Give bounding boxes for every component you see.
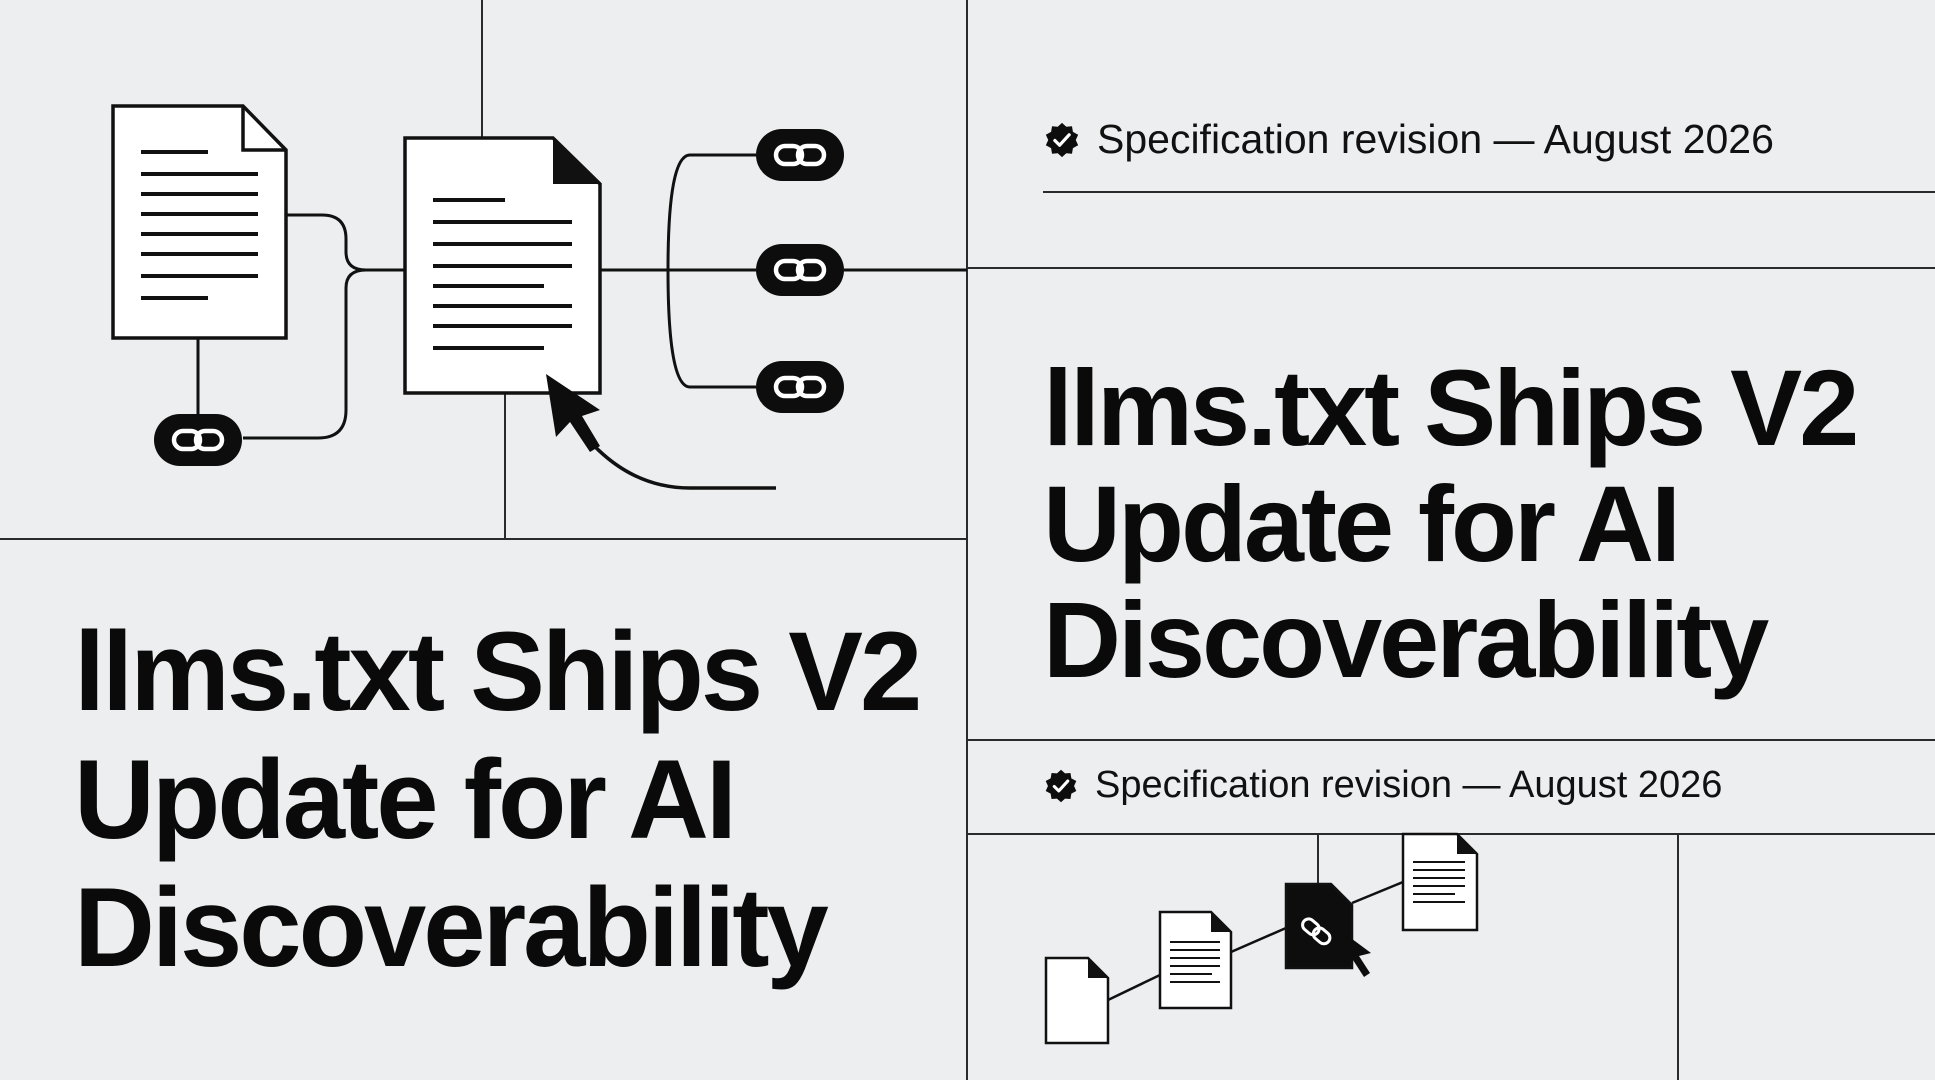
headline-left-line-3: Discoverability: [74, 865, 829, 990]
chain-connector-lines: [1107, 880, 1404, 1002]
headline-right-line-1: llms.txt Ships V2: [1043, 347, 1859, 468]
check-badge-icon: [1045, 769, 1077, 802]
small-document-icon-1: [1044, 956, 1110, 1045]
small-cursor-icon: [1340, 930, 1371, 977]
connector-lines: [196, 153, 967, 440]
headline-left-line-2: Update for AI: [74, 737, 737, 862]
headline-left: llms.txt Ships V2 Update for AI Discover…: [74, 608, 922, 992]
document-icon-left: [111, 104, 288, 340]
small-document-icon-2: [1158, 910, 1233, 1010]
link-icon-middle: [756, 244, 844, 296]
revision-text-bottom: Specification revision — August 2026: [1095, 764, 1723, 806]
revision-note-top: Specification revision — August 2026: [1043, 116, 1774, 163]
link-icon-left: [154, 414, 242, 466]
headline-right-line-3: Discoverability: [1043, 579, 1769, 700]
small-link-document-icon: [1284, 882, 1354, 970]
small-document-icon-3: [1401, 832, 1479, 932]
headline-left-line-1: llms.txt Ships V2: [74, 609, 922, 734]
document-icon-center: [403, 136, 602, 395]
headline-right-line-2: Update for AI: [1043, 463, 1681, 584]
cursor-arrow-icon: [546, 374, 776, 490]
revision-text-top: Specification revision — August 2026: [1097, 116, 1774, 162]
headline-right: llms.txt Ships V2 Update for AI Discover…: [1043, 347, 1859, 700]
revision-note-bottom: Specification revision — August 2026: [1043, 764, 1722, 807]
link-icon-bottom: [756, 361, 844, 413]
check-badge-icon: [1045, 122, 1079, 157]
link-icon-top: [756, 129, 844, 181]
